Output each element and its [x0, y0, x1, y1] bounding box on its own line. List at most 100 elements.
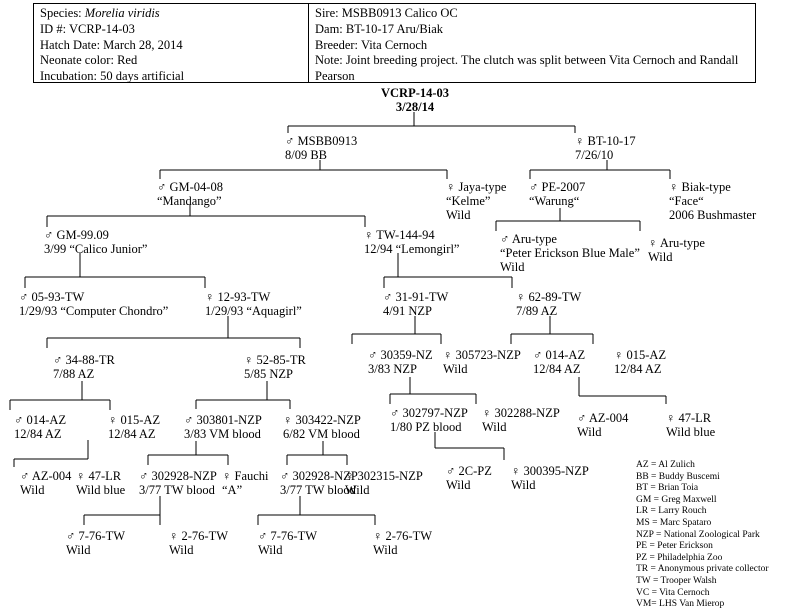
node-302928-nzp-a: ♂ 302928-NZP 3/77 TW blood: [139, 469, 217, 497]
node-014-az-right: ♂ 014-AZ 12/84 AZ: [533, 348, 585, 376]
node-detail: 4/91 NZP: [383, 304, 432, 318]
female-symbol-icon: ♀: [76, 469, 86, 483]
node-detail: Wild: [66, 543, 91, 557]
female-symbol-icon: ♀: [443, 348, 453, 362]
legend-entry: BB = Buddy Buscemi: [636, 471, 720, 482]
node-detail: 5/85 NZP: [244, 367, 293, 381]
node-tw-144-94: ♀ TW-144-94 12/94 “Lemongirl”: [364, 228, 459, 256]
node-detail: 1/29/93 “Computer Chondro”: [19, 304, 169, 318]
node-303801-nzp: ♂ 303801-NZP 3/83 VM blood: [184, 413, 262, 441]
node-detail: 3/99 “Calico Junior”: [44, 242, 148, 256]
info-label: Note:: [315, 53, 343, 68]
node-detail: Wild: [500, 260, 525, 274]
female-symbol-icon: ♀: [244, 353, 254, 367]
info-value: Vita Cernoch: [360, 37, 428, 52]
node-detail: “Mandango”: [157, 194, 222, 208]
info-value: MSBB0913 Calico OC: [341, 6, 458, 20]
info-label: Species:: [40, 6, 82, 20]
node-aru-type-female: ♀ Aru-type Wild: [648, 236, 705, 264]
legend-entry: PE = Peter Erickson: [636, 541, 713, 552]
female-symbol-icon: ♀: [373, 529, 383, 543]
info-label: Neonate color:: [40, 53, 114, 68]
legend-entry: MS = Marc Spataro: [636, 517, 712, 528]
node-detail: 2006 Bushmaster: [669, 208, 757, 222]
node-bt-10-17: ♀ BT-10-17 7/26/10: [575, 134, 636, 162]
node-detail: Wild: [373, 543, 398, 557]
node-detail: 12/84 AZ: [14, 427, 62, 441]
node-302928-nzp-b: ♂ 302928-NZP 3/77 TW blood: [280, 469, 358, 497]
male-symbol-icon: ♂: [500, 232, 510, 246]
node-31-91-tw: ♂ 31-91-TW 4/91 NZP: [383, 290, 448, 318]
node-detail: 12/84 AZ: [108, 427, 156, 441]
node-detail: “Face“: [669, 194, 704, 208]
male-symbol-icon: ♂: [14, 413, 24, 427]
male-symbol-icon: ♂: [280, 469, 290, 483]
info-value: Joint breeding project. The clutch was s…: [315, 53, 739, 84]
node-34-88-tr: ♂ 34-88-TR 7/88 AZ: [53, 353, 115, 381]
info-value: Red: [117, 53, 138, 68]
male-symbol-icon: ♂: [44, 228, 54, 242]
node-detail: 7/26/10: [575, 148, 614, 162]
info-label: ID #:: [40, 21, 67, 36]
node-detail: 3/83 NZP: [368, 362, 417, 376]
node-jaya-type: ♀ Jaya-type “Kelme” Wild: [446, 180, 506, 222]
node-name: 30359-NZ: [380, 348, 433, 362]
abbreviation-legend: AZ = Al Zulich BB = Buddy Buscemi BT = B…: [636, 460, 769, 611]
node-015-az-left: ♀ 015-AZ 12/84 AZ: [108, 413, 160, 441]
node-name: 47-LR: [678, 411, 712, 425]
male-symbol-icon: ♂: [184, 413, 194, 427]
female-symbol-icon: ♀: [516, 290, 526, 304]
node-300395-nzp: ♀ 300395-NZP Wild: [511, 464, 589, 492]
node-name: GM-99.09: [56, 228, 109, 242]
male-symbol-icon: ♂: [139, 469, 149, 483]
node-12-93-tw: ♀ 12-93-TW 1/29/93 “Aquagirl”: [205, 290, 302, 318]
node-name: Aru-type: [511, 232, 557, 246]
node-7-76-tw-a: ♂ 7-76-TW Wild: [66, 529, 125, 557]
male-symbol-icon: ♂: [368, 348, 378, 362]
node-302288-nzp: ♀ 302288-NZP Wild: [482, 406, 560, 434]
node-name: 52-85-TR: [256, 353, 306, 367]
node-detail: 8/09 BB: [285, 148, 328, 162]
legend-entry: VC = Vita Cernoch: [636, 587, 710, 598]
node-detail: Wild: [258, 543, 283, 557]
info-incubation: Incubation: 50 days artificial: [40, 69, 302, 85]
node-name: 302288-NZP: [494, 406, 560, 420]
node-detail: 12/94 “Lemongirl”: [364, 242, 460, 256]
female-symbol-icon: ♀: [666, 411, 676, 425]
node-detail: Wild blue: [76, 483, 126, 497]
male-symbol-icon: ♂: [577, 411, 587, 425]
node-detail: 3/77 TW blood: [280, 483, 356, 497]
node-name: 302315-NZP: [357, 469, 423, 483]
node-name: BT-10-17: [587, 134, 636, 148]
info-label: Breeder:: [315, 37, 359, 52]
legend-entry: VM= LHS Van Mierop: [636, 599, 725, 610]
info-label: Sire:: [315, 6, 339, 20]
node-305723-nzp: ♀ 305723-NZP Wild: [443, 348, 521, 376]
female-symbol-icon: ♀: [669, 180, 679, 194]
node-name: 302928-NZP: [292, 469, 358, 483]
node-name: TW-144-94: [376, 228, 435, 242]
node-name: 31-91-TW: [395, 290, 449, 304]
node-name: AZ-004: [588, 411, 629, 425]
node-biak-type: ♀ Biak-type “Face“ 2006 Bushmaster: [669, 180, 756, 222]
female-symbol-icon: ♀: [648, 236, 658, 250]
node-detail: Wild: [345, 483, 370, 497]
node-name: 014-AZ: [26, 413, 67, 427]
node-name: 302797-NZP: [402, 406, 468, 420]
node-detail: 3/28/14: [395, 100, 435, 114]
node-2-76-tw-b: ♀ 2-76-TW Wild: [373, 529, 432, 557]
male-symbol-icon: ♂: [19, 290, 29, 304]
node-detail: 3/77 TW blood: [139, 483, 215, 497]
node-name: 015-AZ: [626, 348, 667, 362]
node-detail: 3/83 VM blood: [184, 427, 261, 441]
node-detail: “Warung“: [529, 194, 580, 208]
legend-entry: TW = Trooper Walsh: [636, 575, 717, 586]
info-hatch-date: Hatch Date: March 28, 2014: [40, 38, 302, 54]
node-detail: 7/88 AZ: [53, 367, 95, 381]
node-detail: Wild: [443, 362, 468, 376]
node-fauchi: ♀ Fauchi “A”: [222, 469, 269, 497]
node-name: 303801-NZP: [196, 413, 262, 427]
female-symbol-icon: ♀: [482, 406, 492, 420]
info-note: Note: Joint breeding project. The clutch…: [315, 53, 749, 85]
node-name: 300395-NZP: [523, 464, 589, 478]
